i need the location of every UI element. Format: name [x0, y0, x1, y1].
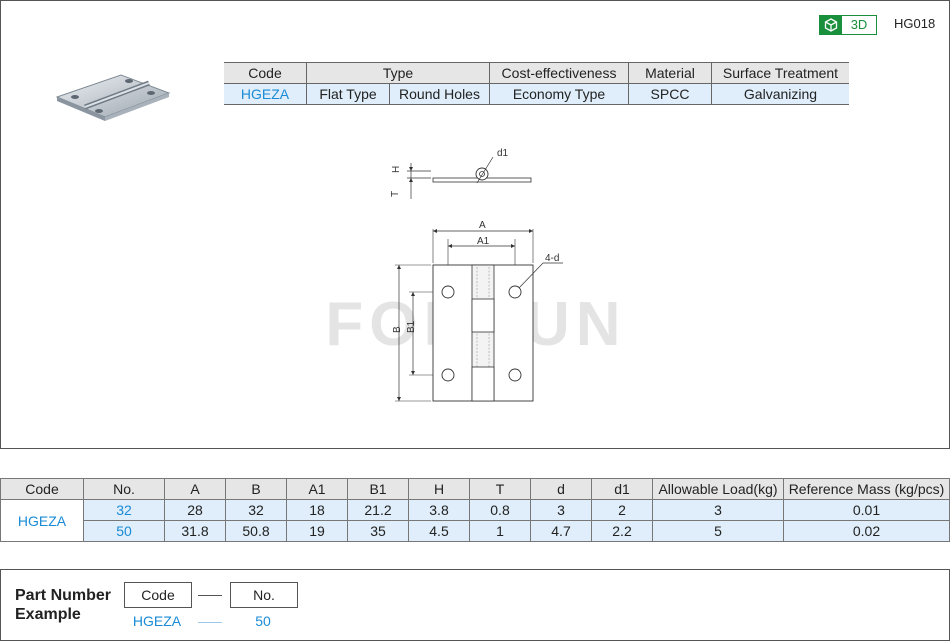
side-view-drawing: H T d1 — [390, 148, 532, 199]
table-row: HGEZA 32 28 32 18 21.2 3.8 0.8 3 2 3 0.0… — [0, 499, 950, 542]
pn-example-separator — [198, 622, 222, 623]
dim-header-d1: d1 — [591, 478, 653, 500]
label-b1: B1 — [406, 320, 417, 333]
part-number-title-line2: Example — [15, 606, 81, 623]
dim-header-d: d — [530, 478, 592, 500]
pn-code-box: Code — [124, 582, 192, 608]
header-cost: Cost-effectiveness — [489, 62, 629, 84]
spec-cost: Economy Type — [489, 83, 629, 105]
dim-header-t: T — [469, 478, 531, 500]
label-h: H — [391, 166, 402, 173]
label-a1: A1 — [477, 236, 490, 247]
dim-header-load: Allowable Load(kg) — [652, 478, 784, 500]
table-cell: 19 — [286, 520, 348, 542]
table-cell: 1 — [469, 520, 531, 542]
table-cell: 50.8 — [225, 520, 287, 542]
spec-table: Code Type Cost-effectiveness Material Su… — [224, 62, 849, 105]
dim-header-a1: A1 — [286, 478, 348, 500]
table-cell: 4.5 — [408, 520, 470, 542]
3d-model-button[interactable]: 3D — [819, 15, 877, 35]
dim-header-no: No. — [83, 478, 165, 500]
dim-header-a: A — [164, 478, 226, 500]
table-cell: 2 — [591, 499, 653, 521]
table-cell: 31.8 — [164, 520, 226, 542]
spec-material: SPCC — [628, 83, 712, 105]
label-b: B — [392, 326, 403, 333]
pn-no-box: No. — [230, 582, 298, 608]
dim-header-code: Code — [0, 478, 84, 500]
table-cell: 32 — [225, 499, 287, 521]
dim-no-link[interactable]: 50 — [83, 520, 165, 542]
header-code: Code — [224, 62, 307, 84]
dim-header-b1: B1 — [347, 478, 409, 500]
table-cell: 35 — [347, 520, 409, 542]
spec-surface: Galvanizing — [711, 83, 849, 105]
pn-example-no: 50 — [255, 613, 271, 629]
product-code: HG018 — [894, 16, 936, 31]
spec-type-holes: Round Holes — [389, 83, 490, 105]
table-cell: 2.2 — [591, 520, 653, 542]
table-cell: 5 — [652, 520, 784, 542]
dim-header-mass: Reference Mass (kg/pcs) — [783, 478, 950, 500]
label-a: A — [479, 220, 486, 231]
part-number-title-line1: Part Number — [15, 587, 112, 604]
header-material: Material — [628, 62, 712, 84]
table-cell: 3.8 — [408, 499, 470, 521]
hinge-product-image — [55, 74, 171, 121]
pn-separator — [198, 595, 222, 596]
spec-code-link[interactable]: HGEZA — [224, 83, 307, 105]
label-4d: 4-d — [545, 253, 559, 264]
table-cell: 3 — [652, 499, 784, 521]
product-panel: 3D HG018 Code Type Cost-effectiveness Ma… — [0, 0, 950, 449]
table-cell: 18 — [286, 499, 348, 521]
part-number-title: Part Number Example — [15, 586, 111, 624]
part-number-panel: Part Number Example Code No. HGEZA 50 — [0, 569, 950, 641]
table-cell: 21.2 — [347, 499, 409, 521]
spec-type-flat: Flat Type — [306, 83, 390, 105]
pn-example-code: HGEZA — [132, 613, 182, 629]
table-cell: 4.7 — [530, 520, 592, 542]
3d-label: 3D — [850, 17, 868, 32]
dim-code-link[interactable]: HGEZA — [0, 499, 84, 542]
table-cell: 0.02 — [783, 520, 950, 542]
header-type: Type — [306, 62, 490, 84]
dim-header-h: H — [408, 478, 470, 500]
header-surface: Surface Treatment — [711, 62, 849, 84]
dim-no-link[interactable]: 32 — [83, 499, 165, 521]
table-cell: 3 — [530, 499, 592, 521]
dim-header-b: B — [225, 478, 287, 500]
dimension-table: Code No. A B A1 B1 H T d d1 Allowable Lo… — [0, 478, 950, 542]
front-view-drawing: A A1 B B1 4-d — [392, 220, 563, 402]
table-cell: 0.8 — [469, 499, 531, 521]
label-d1: d1 — [497, 148, 509, 159]
table-cell: 0.01 — [783, 499, 950, 521]
table-row: 50 31.8 50.8 19 35 4.5 1 4.7 2.2 5 0.02 — [1, 520, 950, 542]
cube-icon — [820, 16, 842, 34]
table-cell: 28 — [164, 499, 226, 521]
dimension-header-row: Code No. A B A1 B1 H T d d1 Allowable Lo… — [0, 478, 950, 500]
label-t: T — [390, 191, 401, 197]
